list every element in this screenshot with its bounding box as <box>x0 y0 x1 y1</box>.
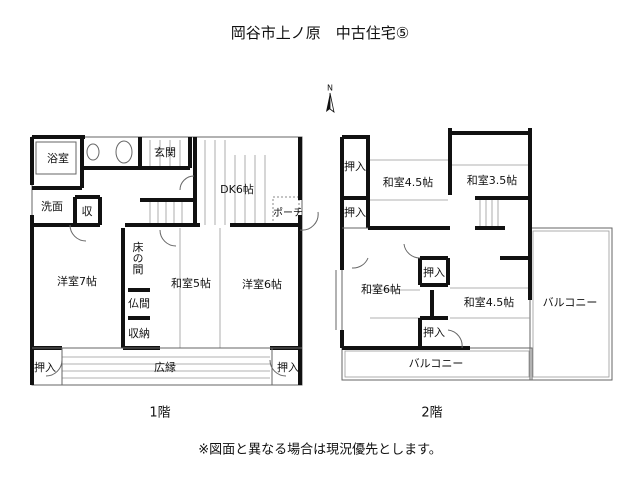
room-entrance: 玄関 <box>154 145 176 159</box>
floor-2-plan: 押入 押入 和室4.5帖 和室3.5帖 和室6帖 押入 押入 和室4.5帖 バル… <box>335 128 613 381</box>
room-japanese-3-5: 和室3.5帖 <box>467 173 518 187</box>
room-engawa: 広縁 <box>154 360 176 374</box>
room-western-7: 洋室7帖 <box>57 274 97 288</box>
room-closet: 収納 <box>128 327 150 340</box>
room-dk: DK6帖 <box>220 183 254 196</box>
disclaimer-note: ※図面と異なる場合は現況優先とします。 <box>198 443 442 458</box>
toilet-icon <box>115 140 133 164</box>
room-balcony-right: バルコニー <box>543 296 598 309</box>
room-tokonoma: 床の間 <box>131 240 144 275</box>
room-bath: 浴室 <box>47 151 69 165</box>
floor-1-label: 1階 <box>149 406 170 421</box>
floor-1-plan: 浴室 玄関 DK6帖 洗面 収 ポーチ 洋室7帖 床の間 仏間 収納 和室5帖 … <box>30 135 319 386</box>
compass-icon: N <box>326 84 335 113</box>
room-japanese-4-5-b: 和室4.5帖 <box>464 295 515 309</box>
room-japanese-6: 和室6帖 <box>361 282 401 296</box>
svg-text:N: N <box>327 84 333 93</box>
room-storage: 収 <box>82 205 93 218</box>
room-oshiire-2: 押入 <box>344 205 366 219</box>
room-butsuma: 仏間 <box>128 297 150 310</box>
room-oshiire-3: 押入 <box>423 265 445 279</box>
floor-2-label: 2階 <box>421 406 442 421</box>
room-oshiire-4: 押入 <box>423 325 445 339</box>
room-oshiire-left: 押入 <box>34 360 56 374</box>
room-japanese-4-5-a: 和室4.5帖 <box>383 175 434 189</box>
sink-icon <box>86 143 100 161</box>
room-oshiire-right: 押入 <box>277 360 299 374</box>
bathtub-icon <box>35 141 77 175</box>
room-western-6: 洋室6帖 <box>242 277 282 291</box>
room-balcony-bottom: バルコニー <box>409 357 464 370</box>
room-japanese-5: 和室5帖 <box>171 276 211 290</box>
room-washroom: 洗面 <box>41 200 63 213</box>
page-title: 岡谷市上ノ原 中古住宅⑤ <box>231 24 409 42</box>
room-porch: ポーチ <box>273 207 303 219</box>
room-oshiire-1: 押入 <box>344 159 366 173</box>
